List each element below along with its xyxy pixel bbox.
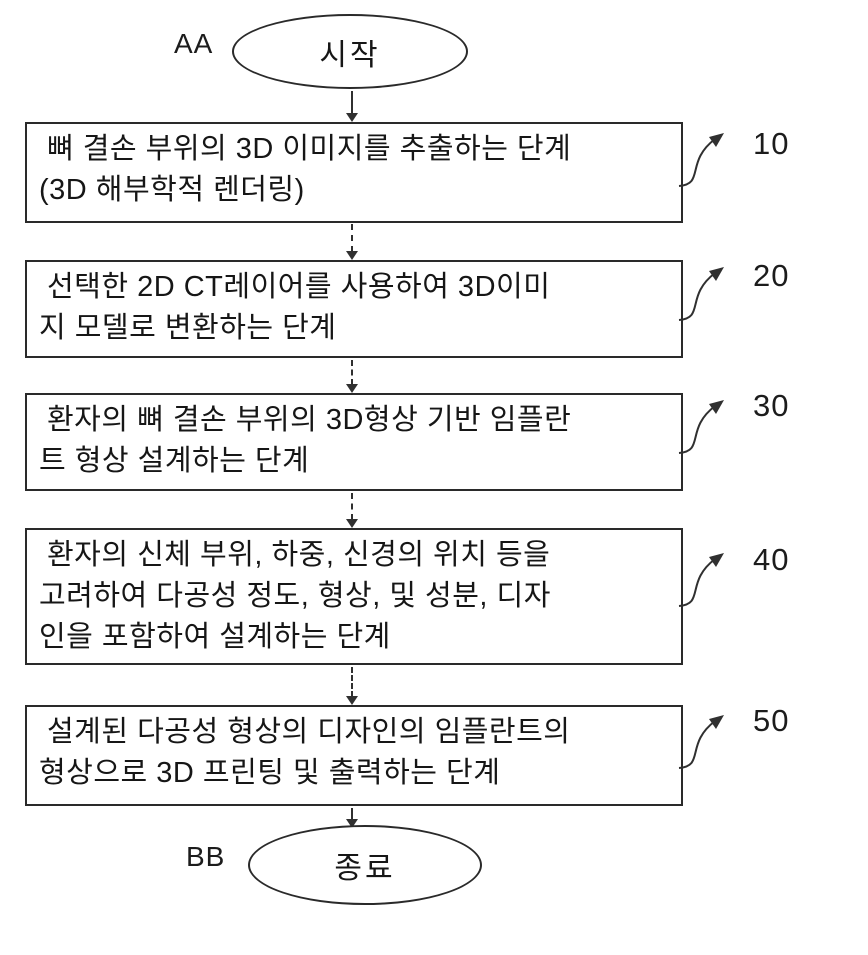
step-box-20: 선택한 2D CT레이어를 사용하여 3D이미 지 모델로 변환하는 단계 [25,260,683,358]
flow-arrow-50-to-end [346,808,358,828]
step-40-line-2: 고려하여 다공성 정도, 형상, 및 성분, 디자 [39,580,551,612]
step-20-line-2: 지 모델로 변환하는 단계 [39,312,337,344]
ref-50-leader-line [678,715,724,769]
flow-arrow-20-to-30 [346,360,358,393]
step-50-line-1: 설계된 다공성 형상의 디자인의 임플란트의 [47,716,571,748]
ref-20-leader-line [678,267,724,321]
step-40-line-3: 인을 포함하여 설계하는 단계 [39,621,391,653]
step-box-10: 뼈 결손 부위의 3D 이미지를 추출하는 단계 (3D 해부학적 렌더링) [25,122,683,223]
flow-arrow-10-to-20 [346,224,358,260]
end-terminal: 종료 [248,825,482,905]
ref-number-10: 10 [753,126,790,161]
step-box-50: 설계된 다공성 형상의 디자인의 임플란트의 형상으로 3D 프린팅 및 출력하… [25,705,683,806]
end-terminal-label: 종료 [334,852,396,885]
step-40-line-1: 환자의 신체 부위, 하중, 신경의 위치 등을 [47,539,551,571]
step-box-40: 환자의 신체 부위, 하중, 신경의 위치 등을 고려하여 다공성 정도, 형상… [25,528,683,665]
end-tag-label: BB [186,841,226,872]
flow-arrow-40-to-50 [346,667,358,705]
ref-40-leader-line [678,553,724,607]
ref-number-30: 30 [753,388,790,423]
ref-number-40: 40 [753,542,790,577]
ref-number-20: 20 [753,258,790,293]
step-30-line-2: 트 형상 설계하는 단계 [39,445,310,477]
flow-arrow-30-to-40 [346,493,358,528]
start-terminal-label: 시작 [319,38,381,72]
start-tag-label: AA [174,28,214,59]
ref-30-leader-line [678,400,724,454]
start-terminal: 시작 [232,14,468,89]
ref-number-50: 50 [753,703,790,738]
step-10-line-1: 뼈 결손 부위의 3D 이미지를 추출하는 단계 [47,133,572,165]
step-30-line-1: 환자의 뼈 결손 부위의 3D형상 기반 임플란 [47,404,572,436]
ref-10-leader-line [678,133,724,187]
flow-arrow-start-to-10 [346,91,358,122]
step-box-30: 환자의 뼈 결손 부위의 3D형상 기반 임플란 트 형상 설계하는 단계 [25,393,683,491]
step-10-line-2: (3D 해부학적 렌더링) [39,174,305,206]
step-50-line-2: 형상으로 3D 프린팅 및 출력하는 단계 [39,757,501,789]
step-20-line-1: 선택한 2D CT레이어를 사용하여 3D이미 [47,271,551,303]
